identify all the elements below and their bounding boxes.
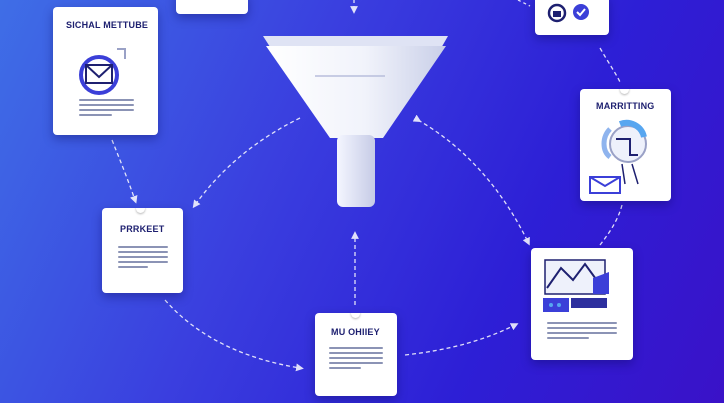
card-social: SICHAL METTUBE (53, 7, 158, 135)
arrow-funnel-to-produkt (192, 117, 301, 209)
card-top-right (535, 0, 609, 35)
arrow-social-to-produkt (111, 139, 138, 204)
arrow-bottom-to-chart (404, 323, 519, 356)
arrow-produkt-to-bottom (164, 299, 304, 372)
card-produkt: PRRKEET (102, 208, 183, 293)
card-produkt-title: PRRKEET (120, 224, 165, 234)
card-marketing-title: MARRITTING (596, 101, 655, 111)
arrow-funnel-to-chart (412, 114, 530, 246)
card-bottom-title: MU OHIIEY (331, 327, 380, 337)
lock-icon (547, 3, 589, 23)
card-bottom: MU OHIIEY (315, 313, 397, 396)
email-icon (589, 119, 647, 194)
card-chart (531, 248, 633, 360)
email-icon (79, 48, 126, 95)
arrow-topright-left (517, 0, 531, 7)
chart-icon (543, 259, 609, 312)
arrow-marketing-to-chart (599, 204, 623, 246)
arrow-topright-to-marketing (599, 47, 621, 83)
card-social-title: SICHAL METTUBE (66, 20, 149, 30)
card-marketing: MARRITTING (580, 89, 671, 201)
card-top (176, 0, 248, 14)
